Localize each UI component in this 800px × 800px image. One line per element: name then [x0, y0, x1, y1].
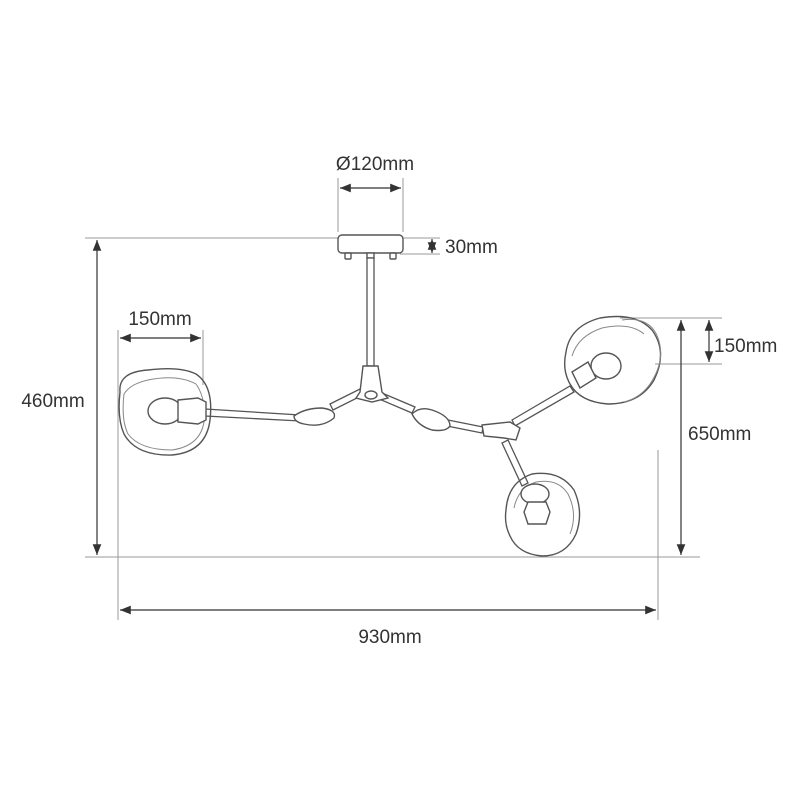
- label-right-shade-height: 150mm: [714, 336, 777, 357]
- label-total-drop-left: 460mm: [21, 391, 84, 412]
- label-canopy-diameter: Ø120mm: [336, 154, 414, 175]
- arms: [204, 385, 575, 487]
- joint-couplers: [293, 407, 451, 432]
- label-total-width: 930mm: [358, 627, 421, 648]
- central-hub: [354, 365, 390, 403]
- canopy: [337, 234, 404, 260]
- label-canopy-height: 30mm: [445, 237, 498, 258]
- stem: [366, 257, 375, 367]
- right-upper-shade: [563, 315, 662, 405]
- left-shade: [118, 367, 212, 456]
- dimension-lines: [92, 183, 714, 615]
- label-total-drop-right: 650mm: [688, 424, 751, 445]
- dimension-labels: Ø120mm 30mm 150mm 460mm 150mm 650mm 930m…: [21, 154, 777, 648]
- label-left-shade-width: 150mm: [128, 309, 191, 330]
- right-hub: [481, 421, 521, 441]
- right-lower-shade: [504, 472, 581, 557]
